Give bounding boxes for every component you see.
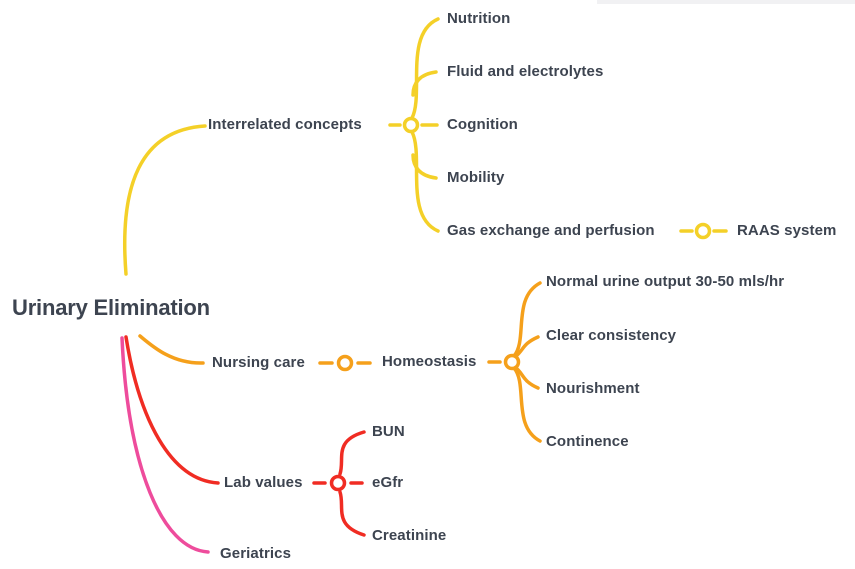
node-cognition[interactable]: Cognition: [447, 116, 518, 133]
edge-junction-clear-consistency: [513, 335, 540, 359]
edge-root-nursing: [138, 334, 205, 365]
edge-junction-creatinine: [338, 490, 366, 537]
edge-root-lab: [124, 335, 220, 485]
node-creatinine[interactable]: Creatinine: [372, 527, 447, 544]
edge-junction-bun: [338, 430, 366, 476]
edge-root-interrelated: [122, 124, 207, 276]
edge-junction-nutrition: [410, 17, 440, 120]
node-geriatrics[interactable]: Geriatrics: [220, 545, 292, 562]
node-mobility[interactable]: Mobility: [447, 169, 505, 186]
junction-nursing[interactable]: [336, 354, 354, 372]
node-fluid-and-electrolytes[interactable]: Fluid and electrolytes: [447, 63, 604, 80]
junction-homeostasis[interactable]: [503, 353, 521, 371]
edge-junction-fluid: [411, 70, 438, 97]
edge-junction-nourishment: [513, 365, 540, 390]
node-normal-urine-output[interactable]: Normal urine output 30-50 mls/hr: [546, 273, 785, 290]
junction-interrelated[interactable]: [402, 116, 420, 134]
edge-junction-urine-output: [512, 281, 542, 358]
branch-lab-values: [124, 335, 366, 537]
node-gas-exchange-and-perfusion[interactable]: Gas exchange and perfusion: [447, 222, 655, 239]
node-nourishment[interactable]: Nourishment: [546, 380, 640, 397]
node-lab-values[interactable]: Lab values: [224, 474, 303, 491]
branch-interrelated-concepts: [122, 17, 728, 276]
junction-lab[interactable]: [329, 474, 347, 492]
node-clear-consistency[interactable]: Clear consistency: [546, 327, 677, 344]
edge-junction-continence: [512, 366, 542, 443]
junction-gas-raas[interactable]: [694, 222, 712, 240]
node-bun[interactable]: BUN: [372, 423, 405, 440]
root-node[interactable]: Urinary Elimination: [12, 295, 210, 320]
edge-junction-mobility: [411, 153, 438, 180]
node-interrelated-concepts[interactable]: Interrelated concepts: [208, 116, 362, 133]
edge-root-geriatrics: [120, 336, 210, 554]
node-continence[interactable]: Continence: [546, 433, 629, 450]
node-nursing-care[interactable]: Nursing care: [212, 354, 305, 371]
edge-junction-gas-exchange: [410, 130, 440, 233]
branch-nursing-care: [138, 281, 542, 443]
node-raas-system[interactable]: RAAS system: [737, 222, 837, 239]
node-homeostasis[interactable]: Homeostasis: [382, 353, 477, 370]
node-egfr[interactable]: eGfr: [372, 474, 404, 491]
top-edge-artifact: [597, 0, 855, 4]
node-nutrition[interactable]: Nutrition: [447, 10, 511, 27]
branch-geriatrics: [120, 336, 210, 554]
